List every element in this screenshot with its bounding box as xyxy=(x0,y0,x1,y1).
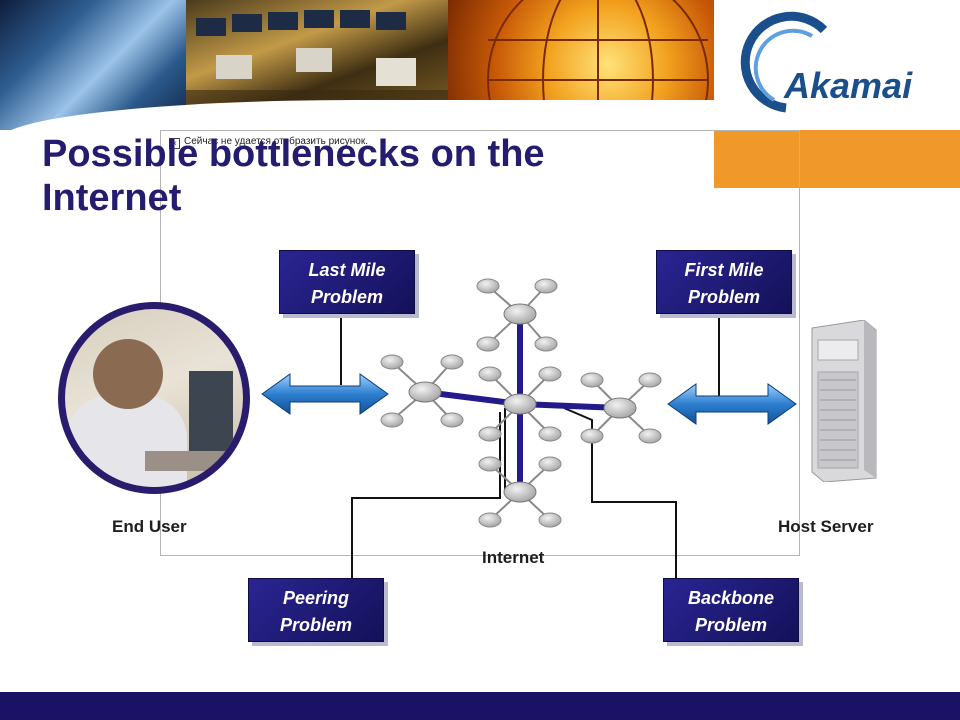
backbone-connector xyxy=(563,407,677,578)
server-icon xyxy=(811,320,877,482)
peering-problem-callout: Peering Problem xyxy=(248,578,384,642)
logo-text: Akamai xyxy=(783,65,913,106)
control-room-photo xyxy=(186,0,448,130)
first-mile-problem-callout: First Mile Problem xyxy=(656,250,792,314)
node-icon xyxy=(380,278,662,528)
akamai-logo: Akamai xyxy=(740,11,913,113)
last-mile-problem-callout: Last Mile Problem xyxy=(279,250,415,314)
host-server-label: Host Server xyxy=(778,517,874,536)
backbone-problem-callout: Backbone Problem xyxy=(663,578,799,642)
page-title: Possible bottlenecks on the Internet xyxy=(42,133,545,219)
logo-area: Akamai xyxy=(714,0,960,130)
first-mile-arrow-icon xyxy=(667,383,797,425)
broken-image-caption: Сейчас не удается отобразить рисунок. xyxy=(184,136,368,147)
broken-image-icon: × xyxy=(169,138,180,149)
router-icon xyxy=(408,303,637,503)
internet-label: Internet xyxy=(482,548,545,567)
last-mile-arrow-icon xyxy=(261,373,389,415)
footer-bar xyxy=(0,692,960,720)
peering-connector xyxy=(351,412,501,578)
end-user-photo xyxy=(65,309,243,487)
end-user-label: End User xyxy=(112,517,187,536)
header-banner xyxy=(0,0,960,191)
orange-accent-block xyxy=(714,126,960,188)
